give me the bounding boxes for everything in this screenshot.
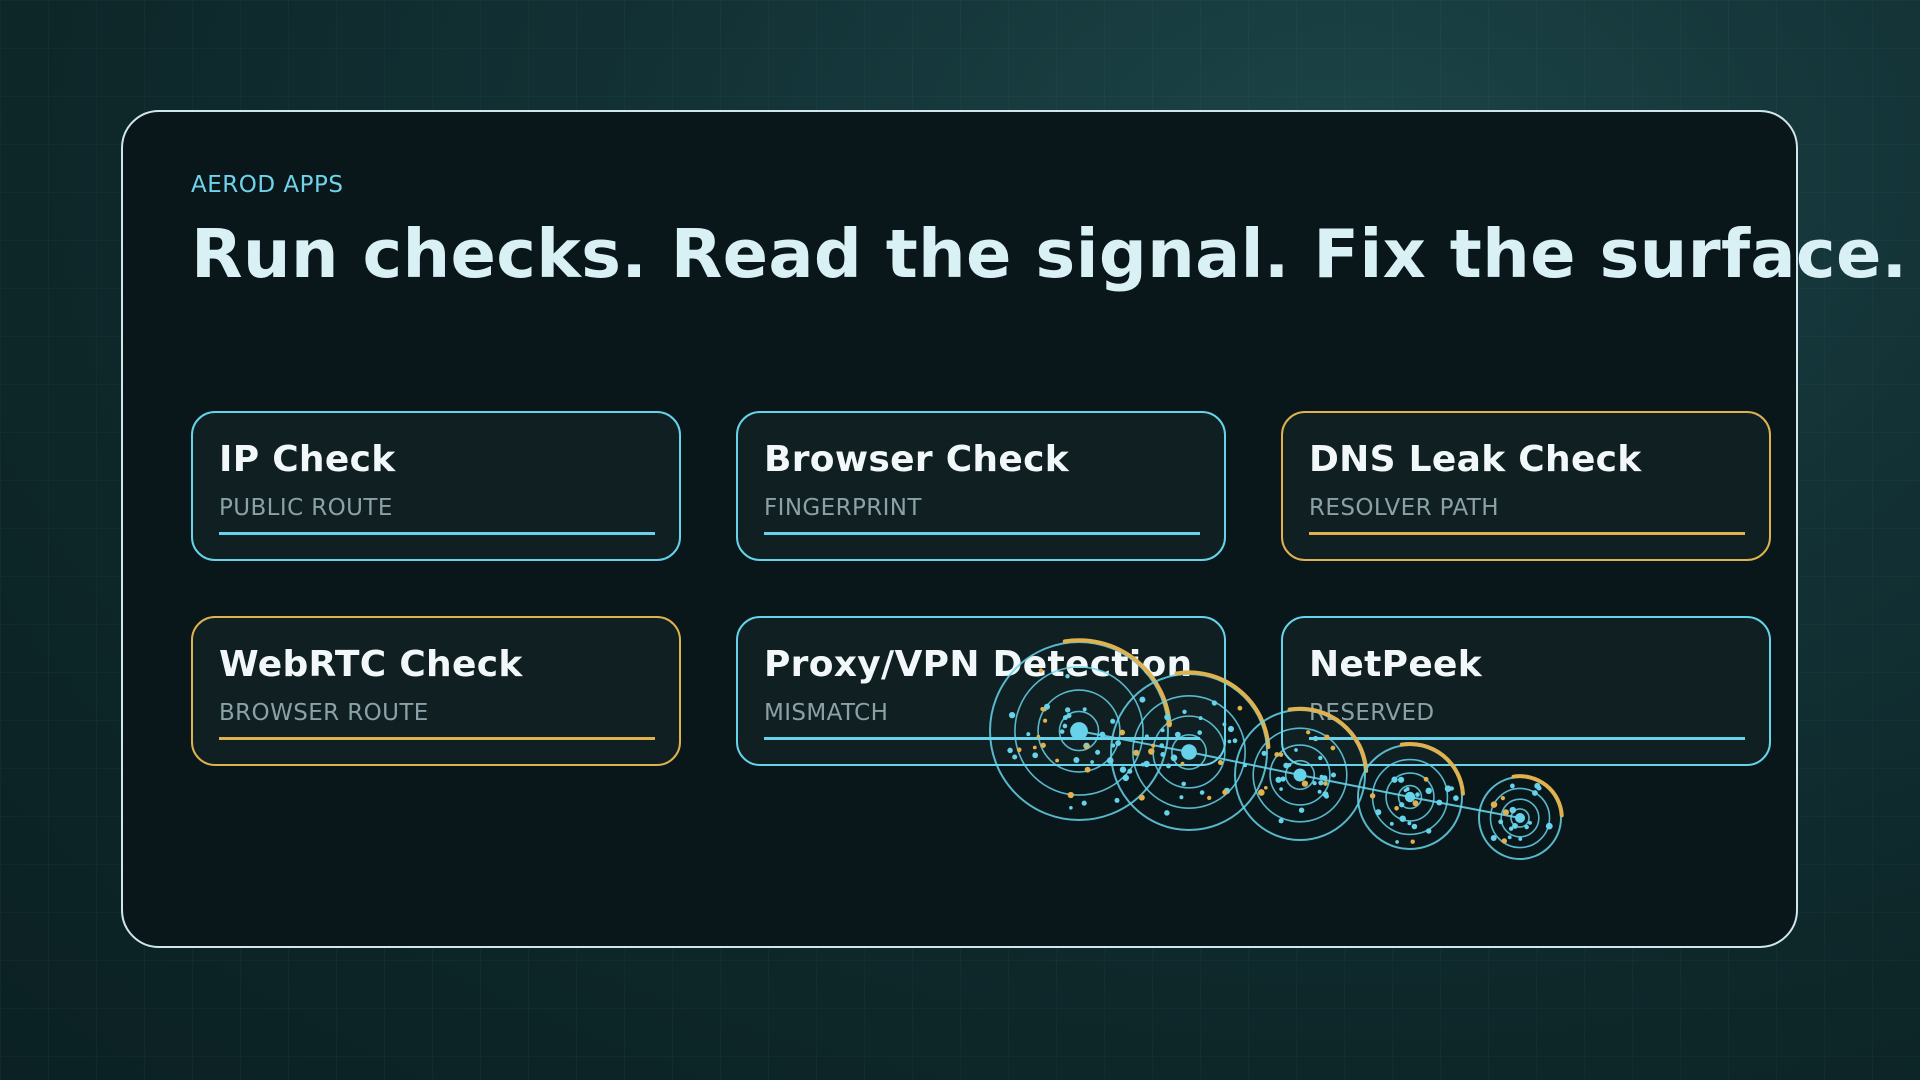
- tool-card-title: WebRTC Check: [219, 644, 523, 685]
- tool-card-accent-bar: [764, 737, 1200, 740]
- main-panel: AEROD APPS Run checks. Read the signal. …: [121, 110, 1907, 948]
- brand-label: AEROD APPS: [191, 172, 344, 198]
- tool-card-title: NetPeek: [1309, 644, 1483, 685]
- tool-card-title: Proxy/VPN Detection: [764, 644, 1193, 685]
- tool-card-netpeek[interactable]: NetPeek RESERVED: [1281, 616, 1771, 766]
- tool-card-proxy-vpn-detection[interactable]: Proxy/VPN Detection MISMATCH: [736, 616, 1226, 766]
- tool-card-subtitle: FINGERPRINT: [764, 495, 922, 521]
- tool-card-subtitle: PUBLIC ROUTE: [219, 495, 393, 521]
- tool-card-accent-bar: [219, 532, 655, 535]
- tool-card-ip-check[interactable]: IP Check PUBLIC ROUTE: [191, 411, 681, 561]
- tool-card-subtitle: MISMATCH: [764, 700, 889, 726]
- tool-card-title: Browser Check: [764, 439, 1069, 480]
- tool-card-subtitle: RESERVED: [1309, 700, 1435, 726]
- tool-card-accent-bar: [1309, 532, 1745, 535]
- tool-card-title: IP Check: [219, 439, 396, 480]
- page-title: Run checks. Read the signal. Fix the sur…: [191, 215, 1908, 293]
- tool-card-subtitle: RESOLVER PATH: [1309, 495, 1499, 521]
- tool-card-subtitle: BROWSER ROUTE: [219, 700, 429, 726]
- tool-card-accent-bar: [1309, 737, 1745, 740]
- tool-card-accent-bar: [764, 532, 1200, 535]
- tool-card-dns-leak-check[interactable]: DNS Leak Check RESOLVER PATH: [1281, 411, 1771, 561]
- tool-card-title: DNS Leak Check: [1309, 439, 1642, 480]
- tool-card-browser-check[interactable]: Browser Check FINGERPRINT: [736, 411, 1226, 561]
- tool-card-webrtc-check[interactable]: WebRTC Check BROWSER ROUTE: [191, 616, 681, 766]
- tool-card-accent-bar: [219, 737, 655, 740]
